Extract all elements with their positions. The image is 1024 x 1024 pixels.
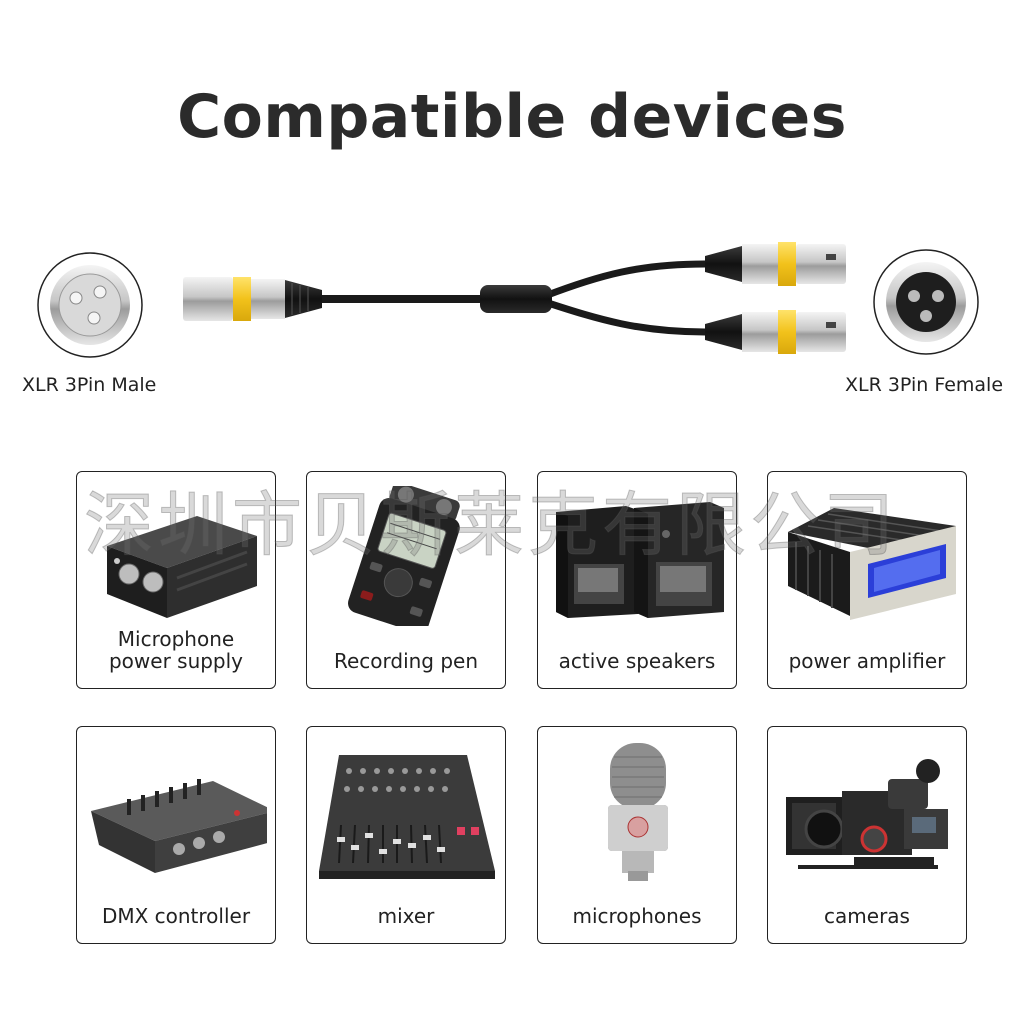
mixer-icon: [319, 755, 495, 879]
cinema-camera-icon: [786, 759, 948, 869]
device-card-cameras: cameras: [767, 726, 967, 944]
xlr-female-label: XLR 3Pin Female: [845, 374, 1004, 396]
device-label: Microphone power supply: [108, 627, 244, 673]
device-label: DMX controller: [101, 904, 251, 928]
device-card-mixer: mixer: [306, 726, 506, 944]
condenser-microphone-icon: [608, 743, 668, 881]
xlr-female-closeup-icon: [873, 249, 979, 355]
dmx-console-icon: [91, 779, 267, 873]
device-card-power-amplifier: power amplifier: [767, 471, 967, 689]
xlr-male-label: XLR 3Pin Male: [22, 374, 157, 396]
audio-recorder-icon: [348, 486, 460, 626]
device-card-microphones: microphones: [537, 726, 737, 944]
device-card-microphone-power-supply: Microphone power supply: [76, 471, 276, 689]
device-label: microphones: [572, 904, 702, 928]
amplifier-icon: [788, 508, 956, 620]
device-label: power amplifier: [788, 649, 946, 673]
device-label: Recording pen: [333, 649, 479, 673]
xlr-female-connector-top: [705, 242, 846, 286]
xlr-male-closeup-icon: [37, 252, 143, 358]
y-split-xlr-cable-illustration: [37, 242, 979, 358]
device-card-active-speakers: active speakers: [537, 471, 737, 689]
device-card-recording-pen: Recording pen: [306, 471, 506, 689]
device-label: cameras: [824, 904, 910, 928]
xlr-female-connector-bottom: [705, 310, 846, 354]
device-label: active speakers: [558, 649, 716, 673]
xlr-male-connector: [183, 277, 322, 321]
page-title: Compatible devices: [177, 82, 847, 152]
device-card-dmx-controller: DMX controller: [76, 726, 276, 944]
device-label: mixer: [377, 904, 435, 928]
studio-monitor-icon: [556, 502, 724, 618]
phantom-power-box-icon: [107, 516, 257, 618]
